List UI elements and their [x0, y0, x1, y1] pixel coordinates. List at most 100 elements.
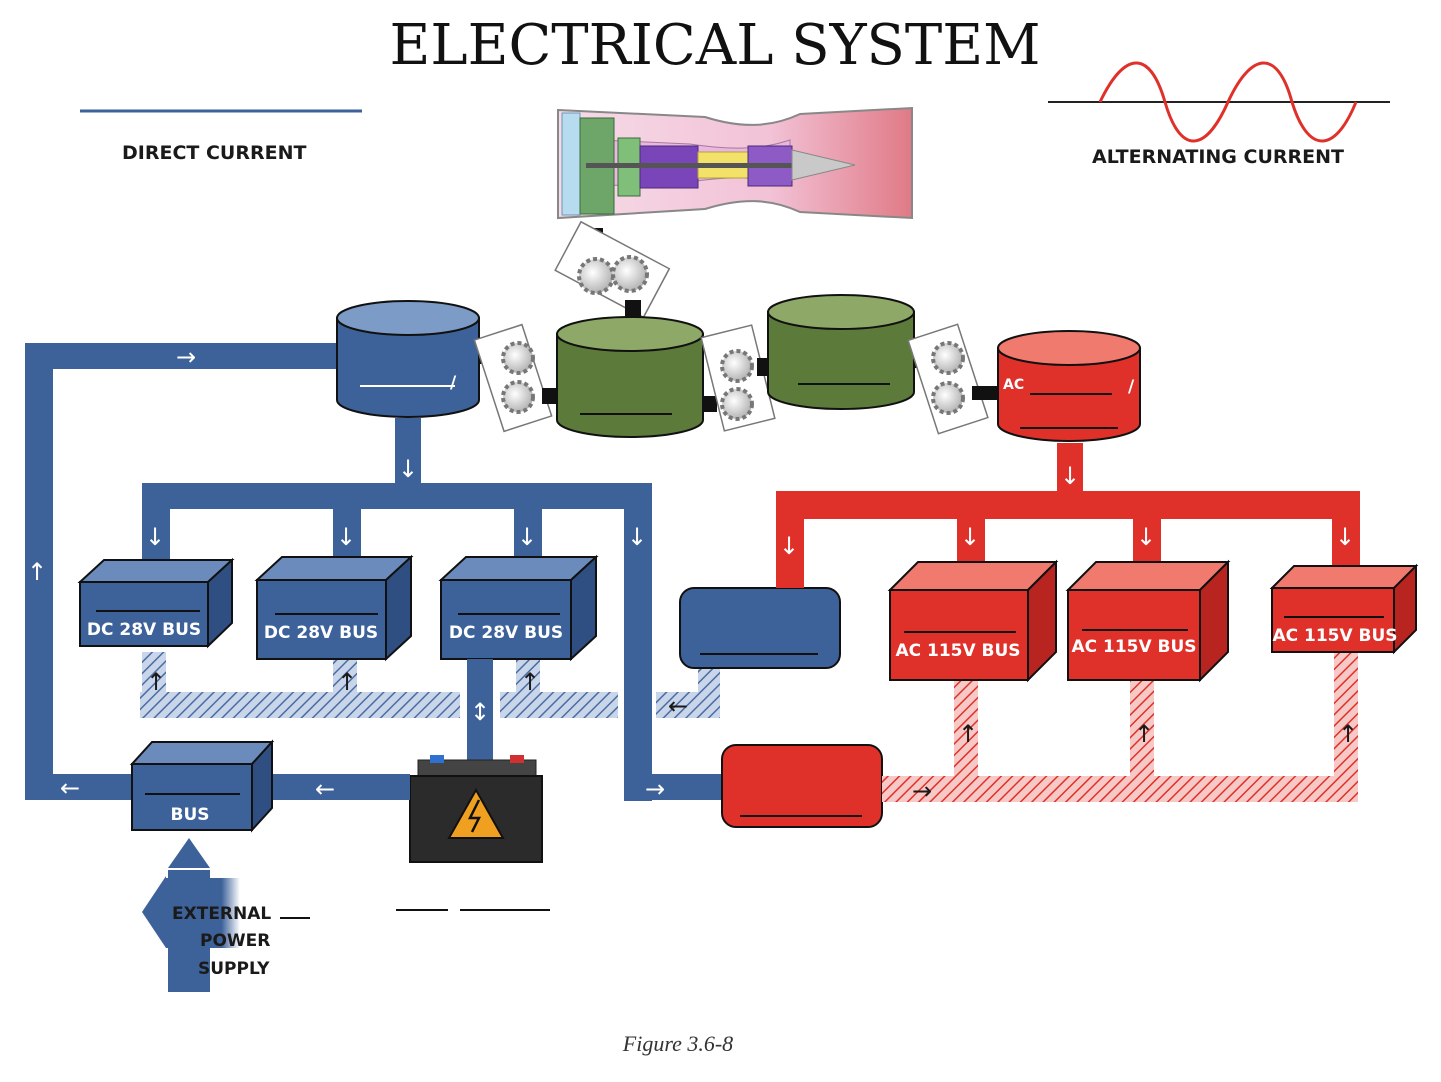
ac-supply-arrow: ↑	[1134, 720, 1154, 748]
dc-generator: /	[336, 300, 480, 418]
gear-icon	[501, 341, 535, 375]
ac-bus-1-label: AC 115V BUS	[895, 641, 1020, 661]
dc-generator-tag: /	[450, 373, 457, 393]
gear-icon	[931, 341, 965, 375]
ac-flow-arrow: ↓	[1335, 523, 1355, 551]
dc-generator-feed	[395, 418, 421, 492]
battery-to-bus-line	[265, 774, 410, 800]
ac-supply-arrow: ↑	[958, 720, 978, 748]
ac-generator-slash: /	[1128, 377, 1135, 397]
gear-icon	[577, 257, 615, 295]
battery-link	[467, 659, 493, 767]
external-power-arrow	[142, 838, 240, 992]
dc-drop-2	[333, 483, 361, 565]
dc-bus-box-2: DC 28V BUS	[254, 554, 414, 662]
dc-return-arrow: ↑	[520, 668, 540, 696]
gear-icon	[501, 380, 535, 414]
dc-drop-1	[142, 483, 170, 565]
dc-flow-arrow: →	[176, 343, 196, 371]
ac-bus-box-1: AC 115V BUS	[887, 559, 1059, 683]
dc-hatched-return	[140, 692, 460, 718]
ac-supply-arrow: →	[912, 777, 932, 805]
dc-drop-4	[624, 483, 652, 801]
dc-generator-gearbox	[473, 323, 553, 433]
dc-flow-arrow: →	[645, 775, 665, 803]
dc-flow-arrow: ↑	[27, 558, 47, 586]
dc-return-arrow: ↑	[337, 668, 357, 696]
dc-flow-arrow: ↓	[627, 523, 647, 551]
ground-bus-box: BUS	[129, 739, 275, 833]
generator-1	[556, 316, 704, 438]
generator-2	[767, 294, 915, 410]
ac-drop-1	[776, 491, 804, 588]
ac-legend-label: ALTERNATING CURRENT	[1092, 146, 1344, 168]
ac-flow-arrow: ↓	[779, 532, 799, 560]
dc-bus-3-label: DC 28V BUS	[449, 623, 563, 643]
blue-unit-hatched-link	[698, 664, 720, 718]
ac-bus-box-3: AC 115V BUS	[1269, 563, 1419, 655]
external-power-label-line2: POWER	[200, 931, 270, 951]
external-power-label-line3: SUPPLY	[198, 959, 270, 979]
dc-legend-label: DIRECT CURRENT	[122, 142, 306, 164]
dc-bus-box-3: DC 28V BUS	[438, 554, 599, 662]
battery-icon	[409, 755, 543, 863]
ac-bus-2-label: AC 115V BUS	[1071, 637, 1196, 657]
dc-line-bottom-left	[25, 774, 135, 800]
dc-hatched-riser	[142, 652, 166, 697]
ac-drop-4	[1332, 491, 1360, 566]
dc-flow-arrow: ←	[60, 774, 80, 802]
ac-hatched-riser	[1334, 652, 1358, 780]
dc-distribution-line	[142, 483, 652, 509]
blue-conversion-unit	[679, 587, 841, 669]
red-conversion-unit	[721, 744, 883, 828]
gearbox-shaft	[542, 388, 557, 404]
dc-bus-2-label: DC 28V BUS	[264, 623, 378, 643]
ac-hatched-riser	[1130, 680, 1154, 780]
dc-flow-arrow: ↓	[517, 523, 537, 551]
dc-bus-1-label: DC 28V BUS	[87, 620, 201, 640]
diagram-title: ELECTRICAL SYSTEM	[390, 13, 1041, 78]
dc-flow-arrow: ↓	[145, 523, 165, 551]
ac-supply-arrow: ↑	[1338, 720, 1358, 748]
ac-generator-feed	[1057, 443, 1083, 495]
ground-bus-label: BUS	[170, 805, 209, 825]
ac-generator: AC /	[997, 330, 1141, 442]
center-gearbox	[700, 324, 776, 432]
gear-icon	[931, 381, 965, 415]
generator-1-shaft	[703, 396, 717, 412]
dc-bus-box-1: DC 28V BUS	[77, 557, 235, 649]
external-power-label-line1: EXTERNAL	[172, 904, 271, 924]
dc-flow-arrow: ↓	[398, 455, 418, 483]
battery-flow-arrow: ↕	[470, 698, 490, 726]
ac-hatched-riser	[954, 680, 978, 780]
ac-bus-3-label: AC 115V BUS	[1272, 626, 1397, 646]
ac-generator-tag: AC	[1003, 377, 1024, 393]
ac-hatched-line	[882, 776, 1358, 802]
gear-icon	[720, 387, 754, 421]
dc-drop-3	[514, 483, 542, 565]
ac-generator-gearbox	[907, 323, 989, 435]
dc-to-inverter-line	[624, 774, 724, 800]
ac-sine-wave-icon	[1098, 61, 1358, 143]
ac-bus-box-2: AC 115V BUS	[1065, 559, 1231, 683]
figure-caption: Figure 3.6-8	[622, 1031, 733, 1056]
ac-flow-arrow: ↓	[1136, 523, 1156, 551]
jet-engine-icon	[557, 106, 913, 220]
ac-flow-arrow: ↓	[960, 523, 980, 551]
ac-flow-arrow: ↓	[1060, 462, 1080, 490]
engine-gearbox	[554, 220, 671, 319]
center-gearbox-shaft	[757, 358, 769, 376]
dc-flow-arrow: ←	[315, 775, 335, 803]
ac-drop-2	[957, 491, 985, 563]
gear-icon	[611, 255, 649, 293]
dc-line-top-left	[25, 343, 343, 369]
ac-drop-3	[1133, 491, 1161, 563]
dc-return-arrow: ↑	[146, 668, 166, 696]
ac-generator-shaft	[972, 386, 998, 400]
ac-distribution-line	[776, 491, 1360, 519]
dc-flow-arrow: ↓	[336, 523, 356, 551]
dc-line-left-vertical	[25, 343, 53, 800]
gear-icon	[720, 349, 754, 383]
dc-return-arrow: ←	[668, 692, 688, 720]
